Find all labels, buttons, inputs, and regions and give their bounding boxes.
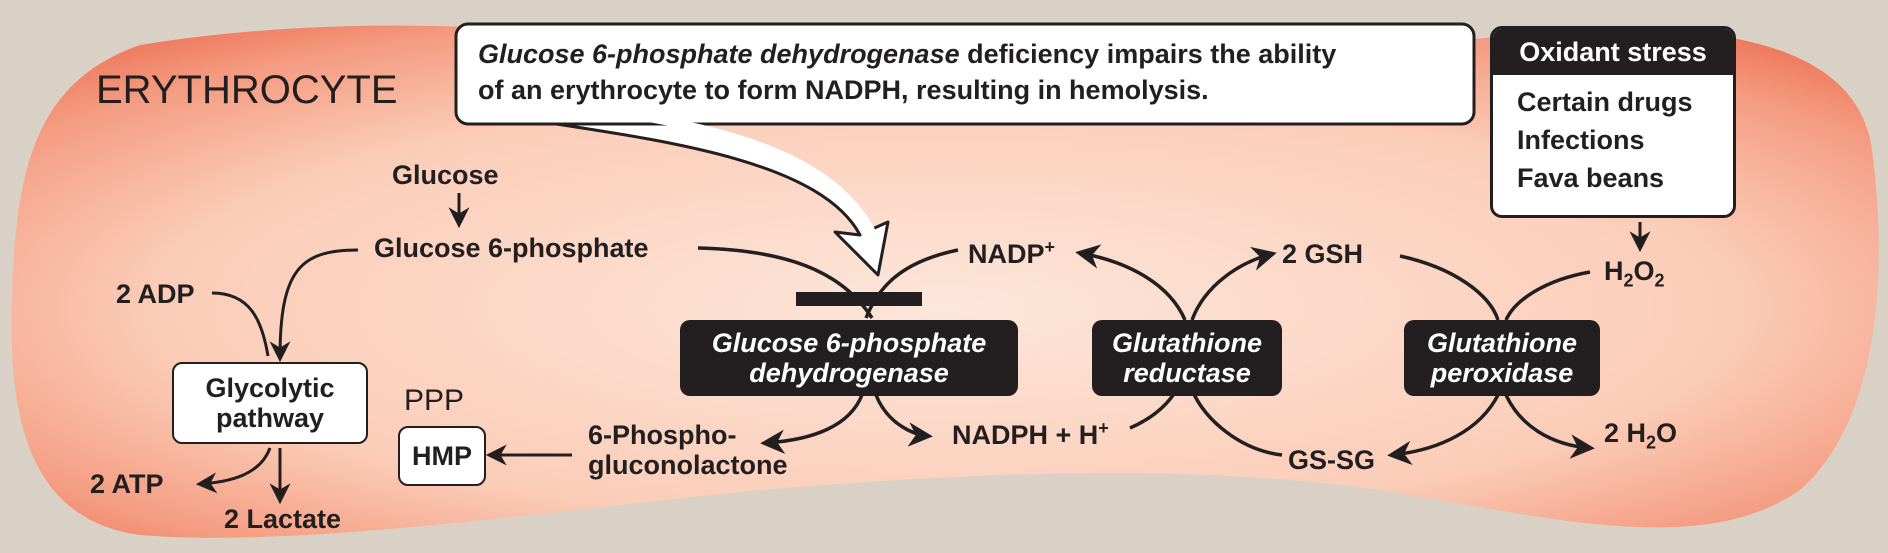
enzyme-g6pd: Glucose 6-phosphate dehydrogenase	[680, 320, 1018, 396]
arrow-atp-out	[195, 447, 272, 494]
enzyme-glutathione-peroxidase: Glutathione peroxidase	[1404, 320, 1600, 396]
arrow-nadp-to-g6pd	[864, 248, 959, 319]
pgl-line1: 6-Phospho-	[588, 420, 737, 450]
gr-line2: reductase	[1123, 358, 1251, 388]
callout-italic: Glucose 6-phosphate dehydrogenase	[478, 39, 960, 69]
oxidant-stress-box: Oxidant stress Certain drugs Infections …	[1490, 26, 1736, 218]
callout-line2: of an erythrocyte to form NADPH, resulti…	[478, 75, 1209, 105]
arrow-gsh-to-gp	[1399, 254, 1500, 321]
glycolytic-line2: pathway	[215, 403, 325, 433]
phosphogluconolactone-label: 6-Phospho- gluconolactone	[588, 420, 788, 480]
oxidant-item: Infections	[1517, 125, 1645, 155]
arrow-gssg-to-gr	[1190, 389, 1283, 457]
arrow-gp-to-gssg	[1387, 394, 1500, 466]
arrow-adp-in	[211, 291, 270, 357]
h2o-label: 2 H2O	[1604, 418, 1678, 453]
gp-line2: peroxidase	[1430, 358, 1574, 388]
oxidant-stress-title: Oxidant stress	[1493, 29, 1733, 75]
pgl-line2: gluconolactone	[588, 450, 788, 480]
erythrocyte-cell	[11, 25, 1879, 538]
atp-label: 2 ATP	[90, 469, 164, 499]
lactate-label: 2 Lactate	[224, 504, 342, 534]
callout-rest-line1: deficiency impairs the ability	[959, 39, 1337, 69]
g6p-label: Glucose 6-phosphate	[374, 233, 649, 263]
g6pd-line2: dehydrogenase	[749, 358, 949, 388]
callout-text: Glucose 6-phosphate dehydrogenase defici…	[458, 26, 1472, 122]
arrow-gp-to-h2o	[1504, 394, 1595, 459]
arrow-g6p-to-glycolytic	[269, 248, 359, 363]
h2o2-label: H2O2	[1604, 256, 1665, 291]
callout-box	[454, 22, 1476, 126]
ppp-label: PPP	[404, 384, 465, 417]
nadph-label: NADPH + H+	[952, 418, 1109, 450]
cell-label: ERYTHROCYTE	[96, 68, 398, 112]
g6pd-line1: Glucose 6-phosphate	[711, 328, 987, 358]
arrow-g6pd-to-nadph	[874, 394, 933, 447]
oxidant-item: Certain drugs	[1517, 87, 1693, 117]
glucose-label: Glucose	[392, 160, 499, 190]
arrow-gr-to-gsh	[1190, 246, 1277, 321]
gssg-label: GS-SG	[1288, 445, 1376, 475]
hmp-box: HMP	[398, 426, 486, 486]
gsh-label: 2 GSH	[1282, 239, 1364, 269]
oxidant-item: Fava beans	[1517, 163, 1665, 193]
glycolytic-pathway-box: Glycolytic pathway	[172, 362, 368, 444]
block-bar	[796, 292, 922, 306]
gp-line1: Glutathione	[1427, 328, 1577, 358]
hmp-label: HMP	[412, 441, 472, 471]
glycolytic-line1: Glycolytic	[205, 373, 335, 403]
gr-line1: Glutathione	[1112, 328, 1262, 358]
enzyme-glutathione-reductase: Glutathione reductase	[1092, 320, 1282, 396]
arrow-g6pd-to-pgl	[760, 394, 864, 455]
arrow-h2o2-to-gp	[1504, 270, 1591, 321]
adp-label: 2 ADP	[116, 279, 195, 309]
arrow-gr-to-nadp	[1075, 244, 1187, 321]
nadp-label: NADP+	[968, 237, 1056, 269]
